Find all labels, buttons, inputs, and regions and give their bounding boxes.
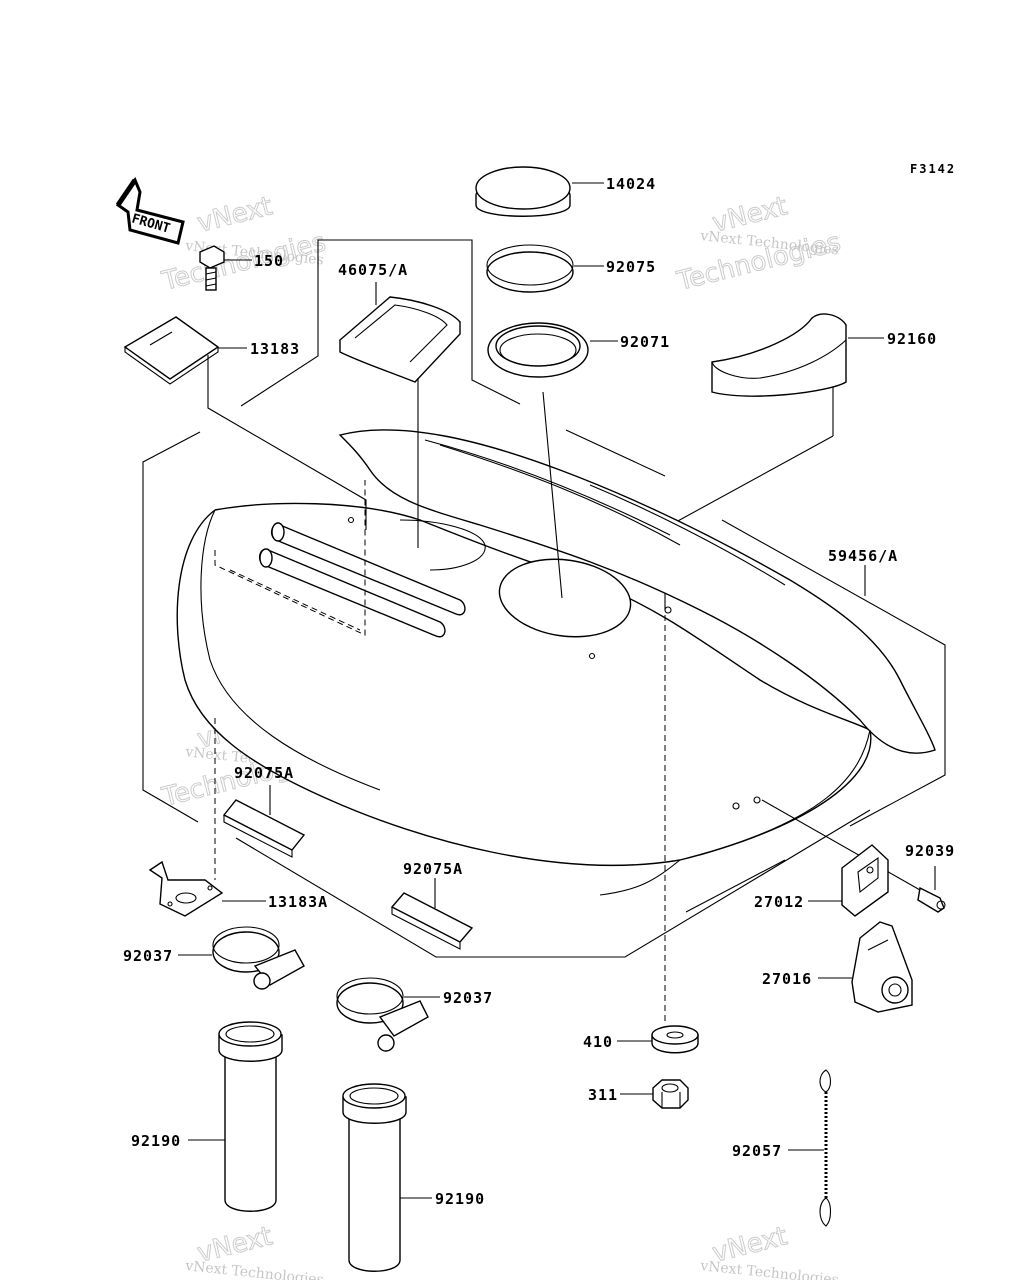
cord-92057 [819, 1069, 832, 1227]
ring-92071 [487, 322, 589, 378]
callout-92075a-left: 92075A [234, 764, 294, 782]
callout-27016: 27016 [762, 970, 812, 988]
svg-text:Technologies: Technologies [158, 227, 328, 297]
callout-92075: 92075 [606, 258, 656, 276]
callout-27012: 27012 [754, 893, 804, 911]
strip-92075a-right [390, 892, 474, 950]
gasket-92075 [486, 244, 574, 293]
callout-92071: 92071 [620, 333, 670, 351]
pin-92039 [917, 886, 946, 913]
callout-92037-left: 92037 [123, 947, 173, 965]
watermark-top-left: vNext vNext Technologies Technologies [158, 191, 329, 298]
bracket-13183a [148, 860, 224, 917]
watermark-top-right: vNext vNext Technologies Technologies [673, 191, 844, 298]
watermark-bottom-left: vNext vNext Technologies [184, 1221, 325, 1280]
callout-14024: 14024 [606, 175, 656, 193]
latch-27016 [851, 921, 913, 1013]
reference-code: F3142 [910, 162, 956, 176]
callout-59456a: 59456/A [828, 547, 898, 565]
callout-150: 150 [254, 252, 284, 270]
clamp-92037-right [336, 977, 429, 1052]
callout-46075a: 46075/A [338, 261, 408, 279]
plate-13183 [123, 316, 220, 385]
callout-13183a: 13183A [268, 893, 328, 911]
callout-13183: 13183 [250, 340, 300, 358]
tube-92190-right [342, 1083, 407, 1272]
svg-text:vNext Technologies: vNext Technologies [184, 1258, 325, 1280]
callout-92075a-right: 92075A [403, 860, 463, 878]
bolt-150 [199, 245, 225, 291]
svg-text:vNext Technologies: vNext Technologies [699, 1258, 840, 1280]
callout-92039: 92039 [905, 842, 955, 860]
callout-92057: 92057 [732, 1142, 782, 1160]
nut-311 [652, 1079, 689, 1109]
callout-92160: 92160 [887, 330, 937, 348]
callout-92190-left: 92190 [131, 1132, 181, 1150]
clamp-92037-left [212, 926, 305, 990]
callout-410: 410 [583, 1033, 613, 1051]
callout-92037-right: 92037 [443, 989, 493, 1007]
hull-body-59456a [176, 429, 936, 896]
cap-14024 [475, 166, 571, 217]
tube-92190-left [218, 1021, 283, 1212]
assembly-frame [142, 239, 946, 958]
pad-46075a [338, 296, 461, 383]
watermark-bottom-right: vNext vNext Technologies [699, 1221, 840, 1280]
latch-27012 [841, 844, 889, 917]
front-arrow-icon: FRONT [115, 176, 185, 245]
callout-311: 311 [588, 1086, 618, 1104]
pad-92160 [711, 313, 847, 397]
callout-92190-right: 92190 [435, 1190, 485, 1208]
washer-410 [651, 1025, 699, 1054]
svg-text:vNext: vNext [194, 191, 275, 238]
strip-92075a-left [222, 799, 306, 858]
